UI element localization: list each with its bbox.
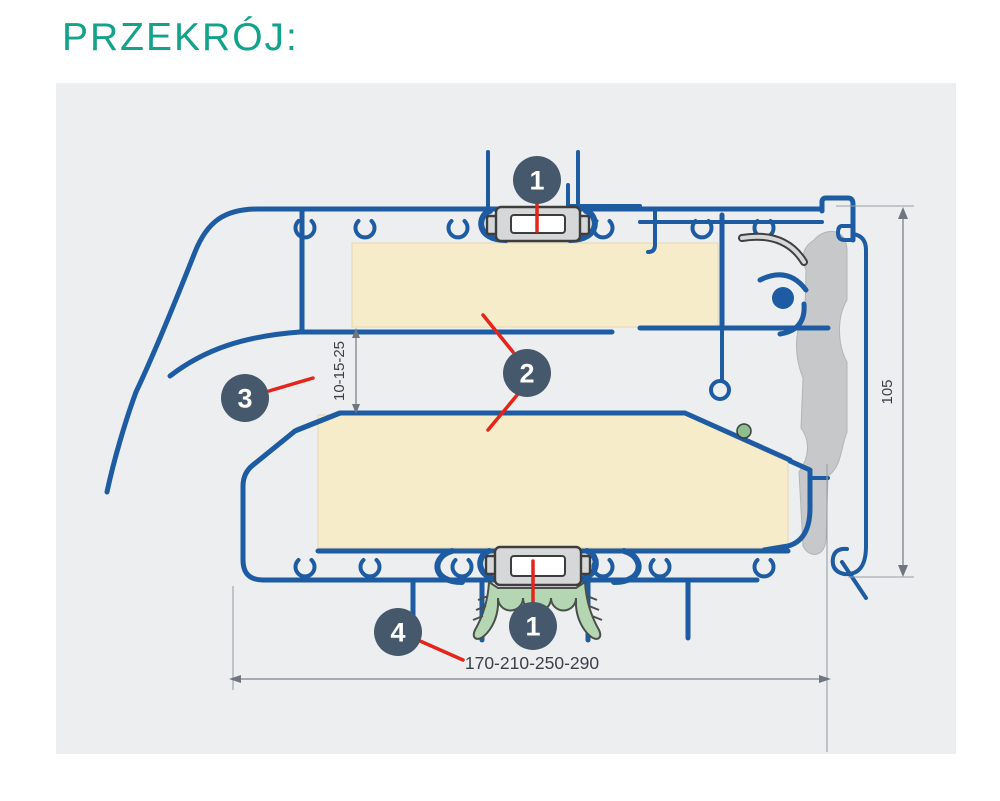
callout-3: 3 [221,374,269,422]
dimension-height-label: 105 [879,379,896,404]
callout-1-top-label: 1 [529,166,544,196]
callout-1-bottom-label: 1 [525,612,540,642]
page-title: PRZEKRÓJ: [62,16,299,59]
dimension-gap-label: 10-15-25 [331,341,348,401]
profile-outline [104,150,868,643]
hook-detail [738,232,808,266]
callout-3-label: 3 [237,384,252,414]
leader-lines [267,202,539,662]
callout-4-label: 4 [390,618,405,648]
dimension-gap: 10-15-25 [331,328,360,414]
insulation-panel-bottom [317,414,789,549]
screw-detail [736,423,752,439]
dimension-width-label: 170-210-250-290 [465,653,600,673]
insulation-panel-top [351,242,719,328]
callout-4: 4 [374,608,422,656]
callout-2-label: 2 [519,359,534,389]
callout-1-top: 1 [513,156,561,204]
thermal-break-bottom [484,545,592,587]
dimension-width: 170-210-250-290 [229,464,831,752]
dimension-height: 105 [836,205,914,578]
callout-1-bottom: 1 [509,602,557,650]
callout-2: 2 [503,349,551,397]
